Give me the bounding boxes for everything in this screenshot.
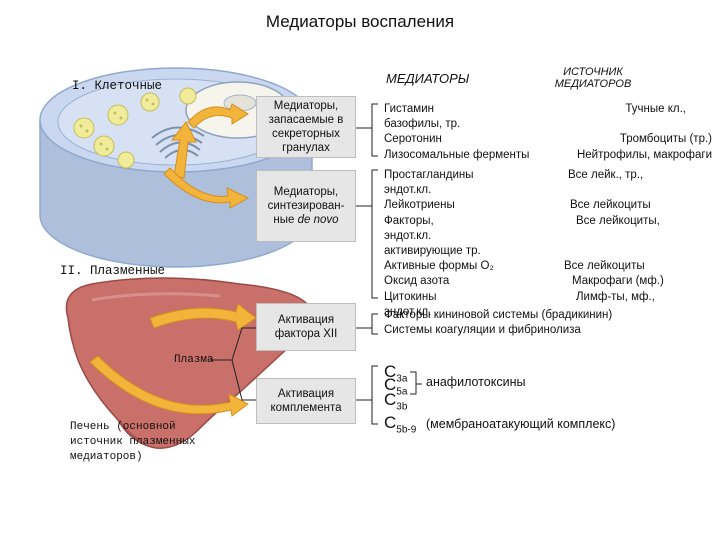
header-mediators: МЕДИАТОРЫ (386, 71, 470, 86)
list-item (540, 244, 690, 259)
list-item: Все лейкоциты (564, 260, 645, 273)
box-factor-xii: Активация фактора XII (256, 303, 356, 351)
box-synthesized-mediators: Медиаторы, синтезирован- ные de novo (256, 170, 356, 242)
complement-c5a: C5a (384, 375, 408, 398)
complement-c3b: C3b (384, 390, 408, 413)
section-cellular: I. Клеточные (72, 79, 163, 93)
header-source: ИСТОЧНИК МЕДИАТОРОВ (554, 66, 632, 90)
list-item: базофилы, тр. (384, 118, 461, 131)
list-item: активирующие тр. (384, 245, 481, 258)
list-synth-sources: Все лейк., тр., Все лейкоциты Все лейкоц… (540, 168, 690, 320)
list-item: Гистамин (384, 103, 434, 115)
label-anaphylatoxins: анафилотоксины (426, 375, 526, 389)
list-plasma-systems: Факторы кининовой системы (брадикинин) С… (384, 308, 612, 338)
page-title: Медиаторы воспаления (265, 12, 455, 31)
list-item: Активные формы О₂ (384, 260, 494, 273)
list-item: Лейкотриены (384, 199, 455, 212)
complement-c3a: C3a (384, 362, 408, 385)
list-item: эндот.кл. (384, 229, 432, 242)
box-stored-mediators: Медиаторы, запасаемые в секреторных гран… (256, 96, 356, 158)
list-item: Оксид азота (384, 275, 450, 288)
list-item: Факторы, (384, 214, 434, 227)
granules (73, 87, 197, 169)
complement-c5b9: C5b-9 (384, 413, 417, 436)
list-item: Цитокины (384, 290, 437, 303)
list-item (552, 117, 712, 132)
list-item: Системы коагуляции и фибринолиза (384, 324, 581, 337)
yellow-arrows (89, 103, 257, 417)
list-item: эндот.кл. (384, 305, 432, 318)
list-item: Простагландины (384, 169, 474, 181)
section-plasma: II. Плазменные (60, 264, 166, 278)
label-liver: Печень (основной источник плазменных мед… (70, 421, 196, 463)
list-item: эндот.кл. (384, 184, 432, 197)
list-item: Тучные кл., (625, 103, 686, 115)
list-item: Серотонин (384, 133, 442, 146)
label-plasma: Плазма (174, 354, 214, 366)
list-item: Тромбоциты (тр.) (619, 133, 712, 146)
list-item: Все лейк., тр., (568, 169, 644, 181)
list-item: Лизосомальные ферменты (384, 148, 530, 161)
list-item: Лимф-ты, мф., (576, 290, 655, 303)
list-item: Все лейкоциты, (576, 214, 660, 227)
plasma-connectors (210, 327, 256, 401)
list-item: Макрофаги (мф.) (572, 275, 664, 288)
list-item: Все лейкоциты (570, 199, 651, 212)
list-synth-mediators: Простагландины эндот.кл. Лейкотриены Фак… (384, 168, 494, 320)
list-item: Факторы кининовой системы (брадикинин) (384, 309, 613, 321)
box-complement: Активация комплемента (256, 378, 356, 424)
list-item: Нейтрофилы, макрофаги (576, 148, 712, 161)
label-membrane-attack-complex: (мембраноатакующий комплекс) (426, 417, 616, 431)
list-item (540, 229, 690, 244)
bracket-connectors (356, 103, 422, 425)
list-stored-sources: Тучные кл., Тромбоциты (тр.) Нейтрофилы,… (552, 102, 712, 163)
list-item (540, 183, 690, 198)
list-stored-mediators: Гистамин базофилы, тр. Серотонин Лизосом… (384, 102, 529, 163)
